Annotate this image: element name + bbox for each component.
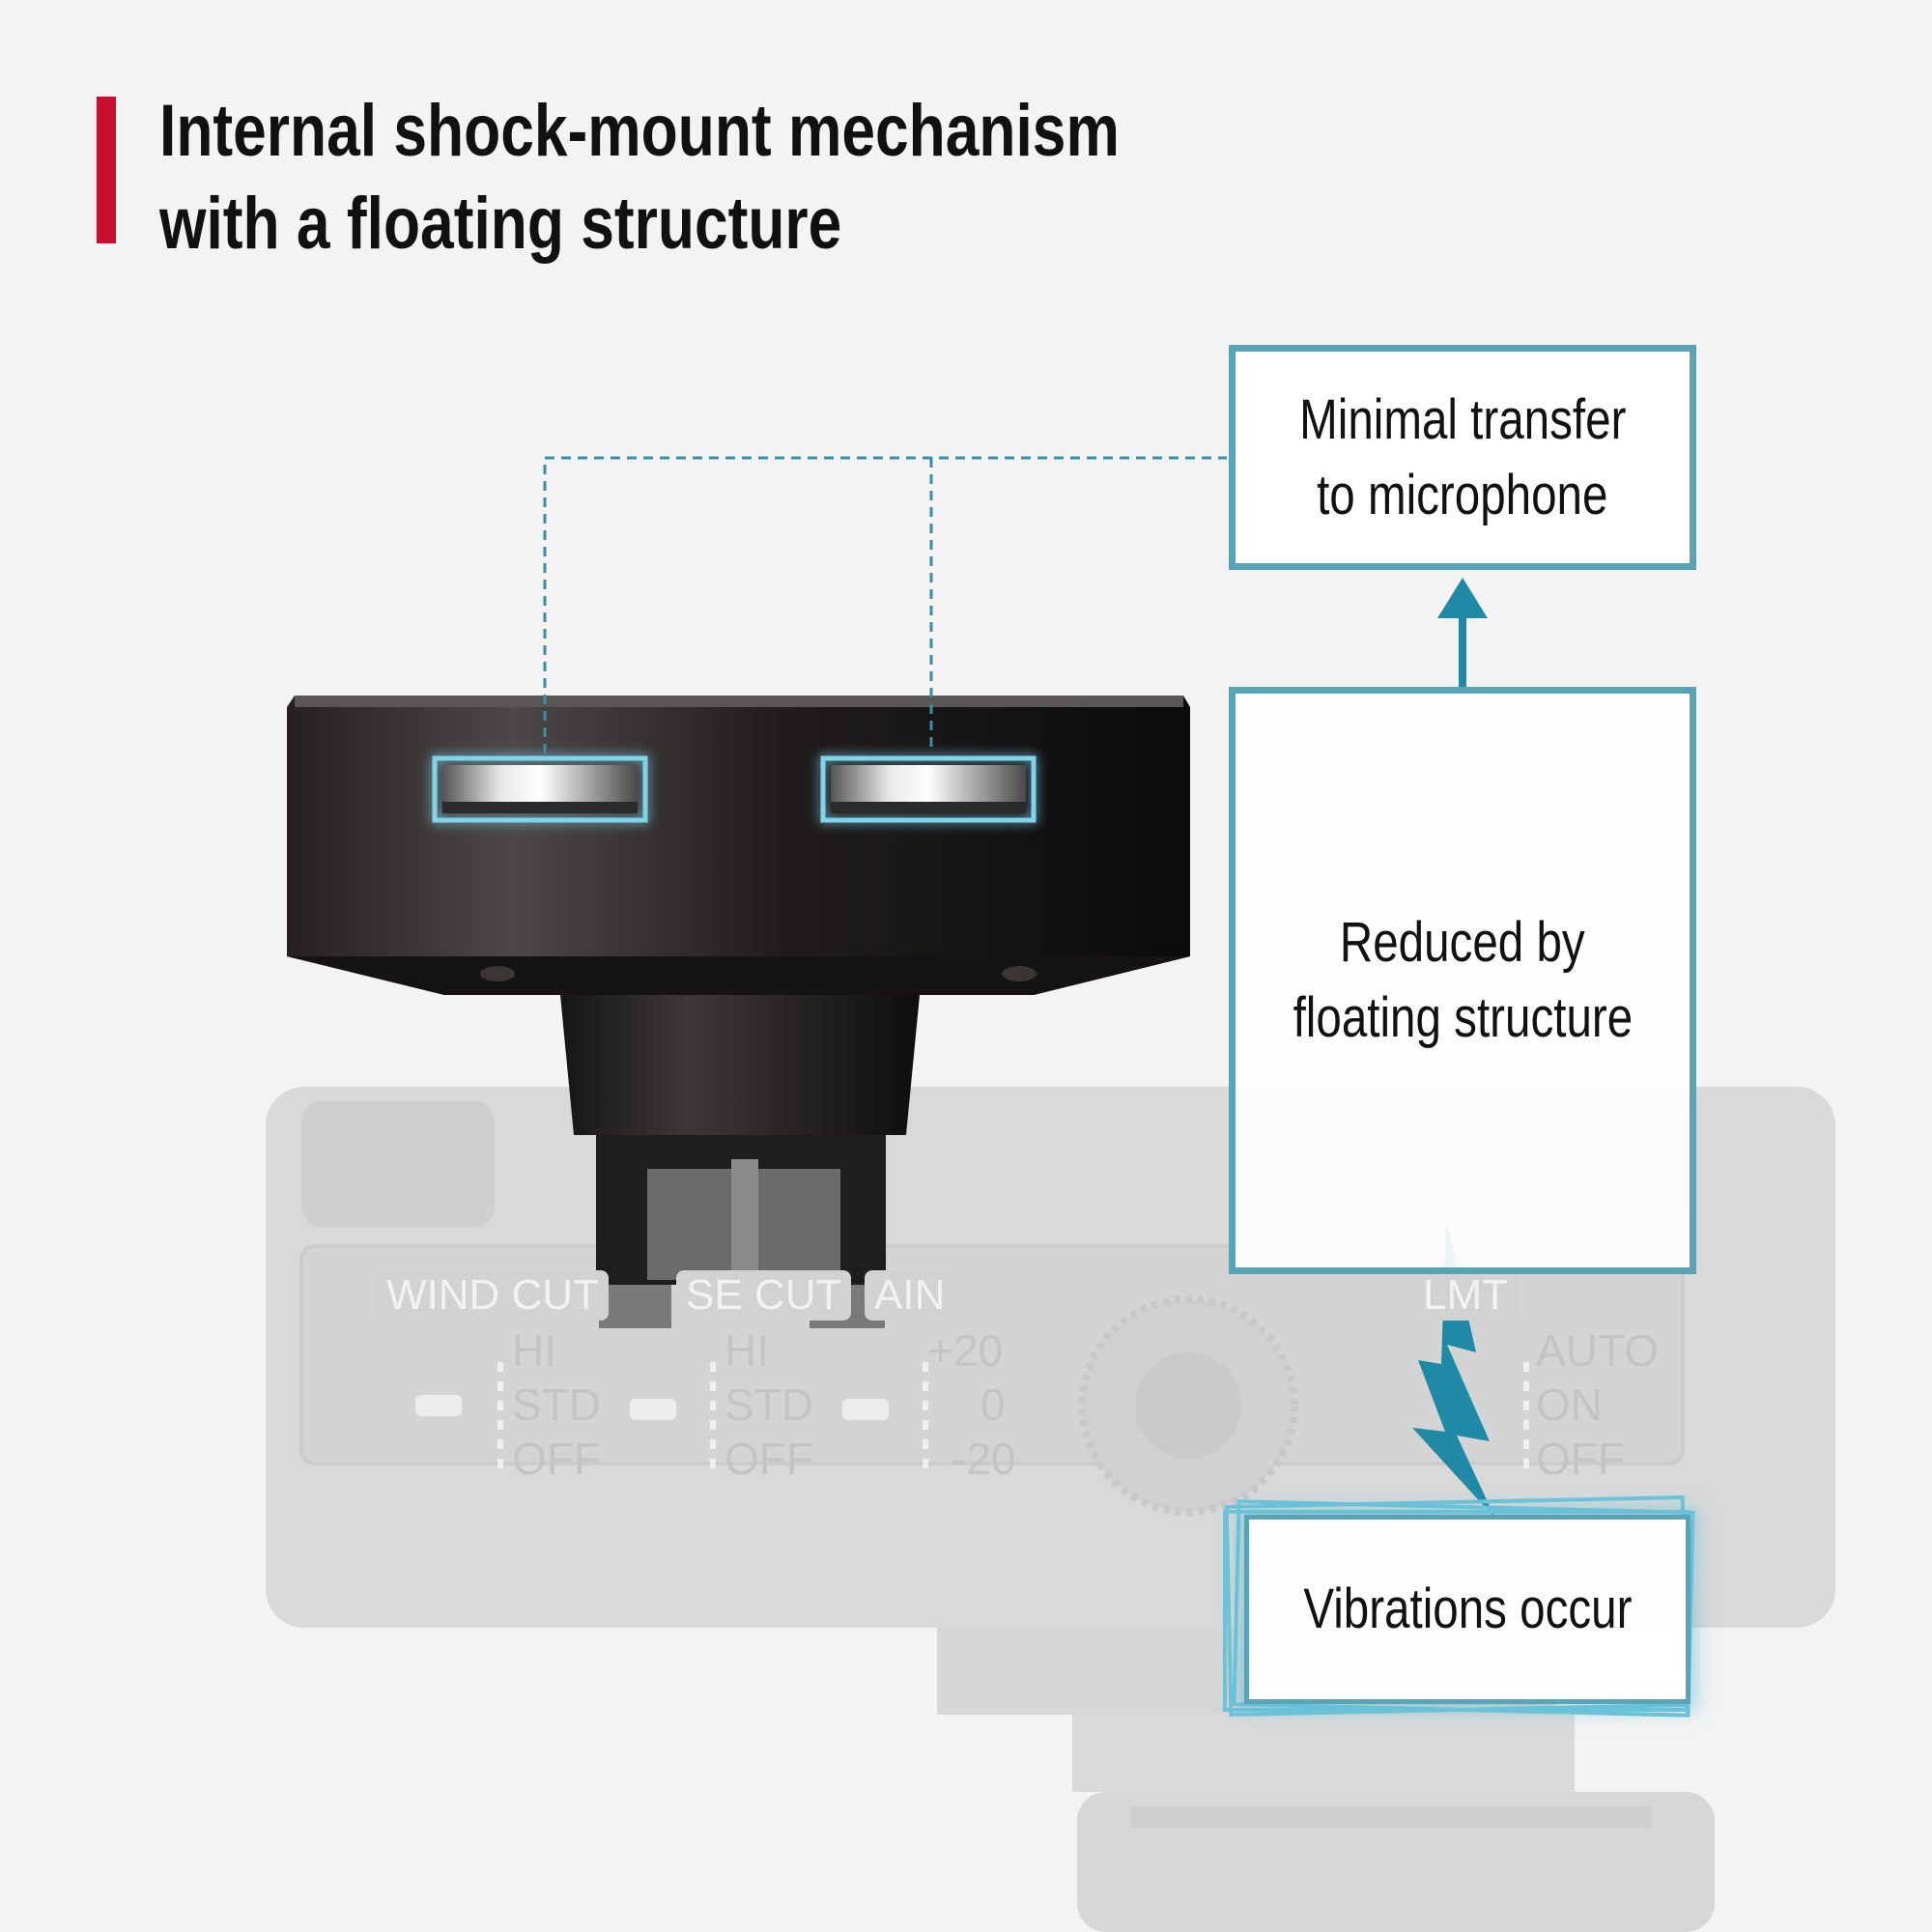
wind-cut-label: WIND CUT [377,1270,609,1321]
noise-std: STD [724,1379,813,1430]
noise-off: OFF [724,1434,813,1484]
limit-auto: AUTO [1536,1325,1659,1376]
gain-minus: -20 [952,1434,1016,1484]
callout-reduced-by-floating: Reduced by floating structure [1229,687,1696,1274]
callout-middle-line-2: floating structure [1293,986,1633,1049]
title-line-2: with a floating structure [159,183,842,265]
callout-middle-line-1: Reduced by [1340,911,1585,974]
noise-cut-label: SE CUT [676,1270,852,1321]
noise-hi: HI [724,1325,769,1376]
vibration-bolt-icon [1412,1219,1495,1519]
limit-off: OFF [1536,1434,1625,1484]
wind-hi: HI [512,1325,556,1376]
callout-bottom-line-1: Vibrations occur [1302,1577,1633,1640]
gain-zero: 0 [980,1379,1006,1430]
limit-label: LMT [1413,1270,1518,1321]
callout-minimal-transfer: Minimal transfer to microphone [1229,345,1696,570]
limit-on: ON [1536,1379,1603,1430]
up-arrow-icon [1437,578,1488,687]
title-accent-bar [97,97,116,243]
gain-label: AIN [865,1270,955,1321]
dashed-connector-lines [543,456,1227,753]
wind-off: OFF [512,1434,601,1484]
title-line-1: Internal shock-mount mechanism [159,90,1120,172]
callout-top-line-1: Minimal transfer [1298,387,1627,451]
wind-std: STD [512,1379,601,1430]
callout-vibrations-occur: Vibrations occur [1244,1515,1690,1704]
page-title: Internal shock-mount mechanism with a fl… [159,85,1120,270]
shock-mount-housing [287,696,1190,1328]
gain-plus: +20 [927,1325,1004,1376]
callout-top-line-2: to microphone [1317,463,1608,526]
